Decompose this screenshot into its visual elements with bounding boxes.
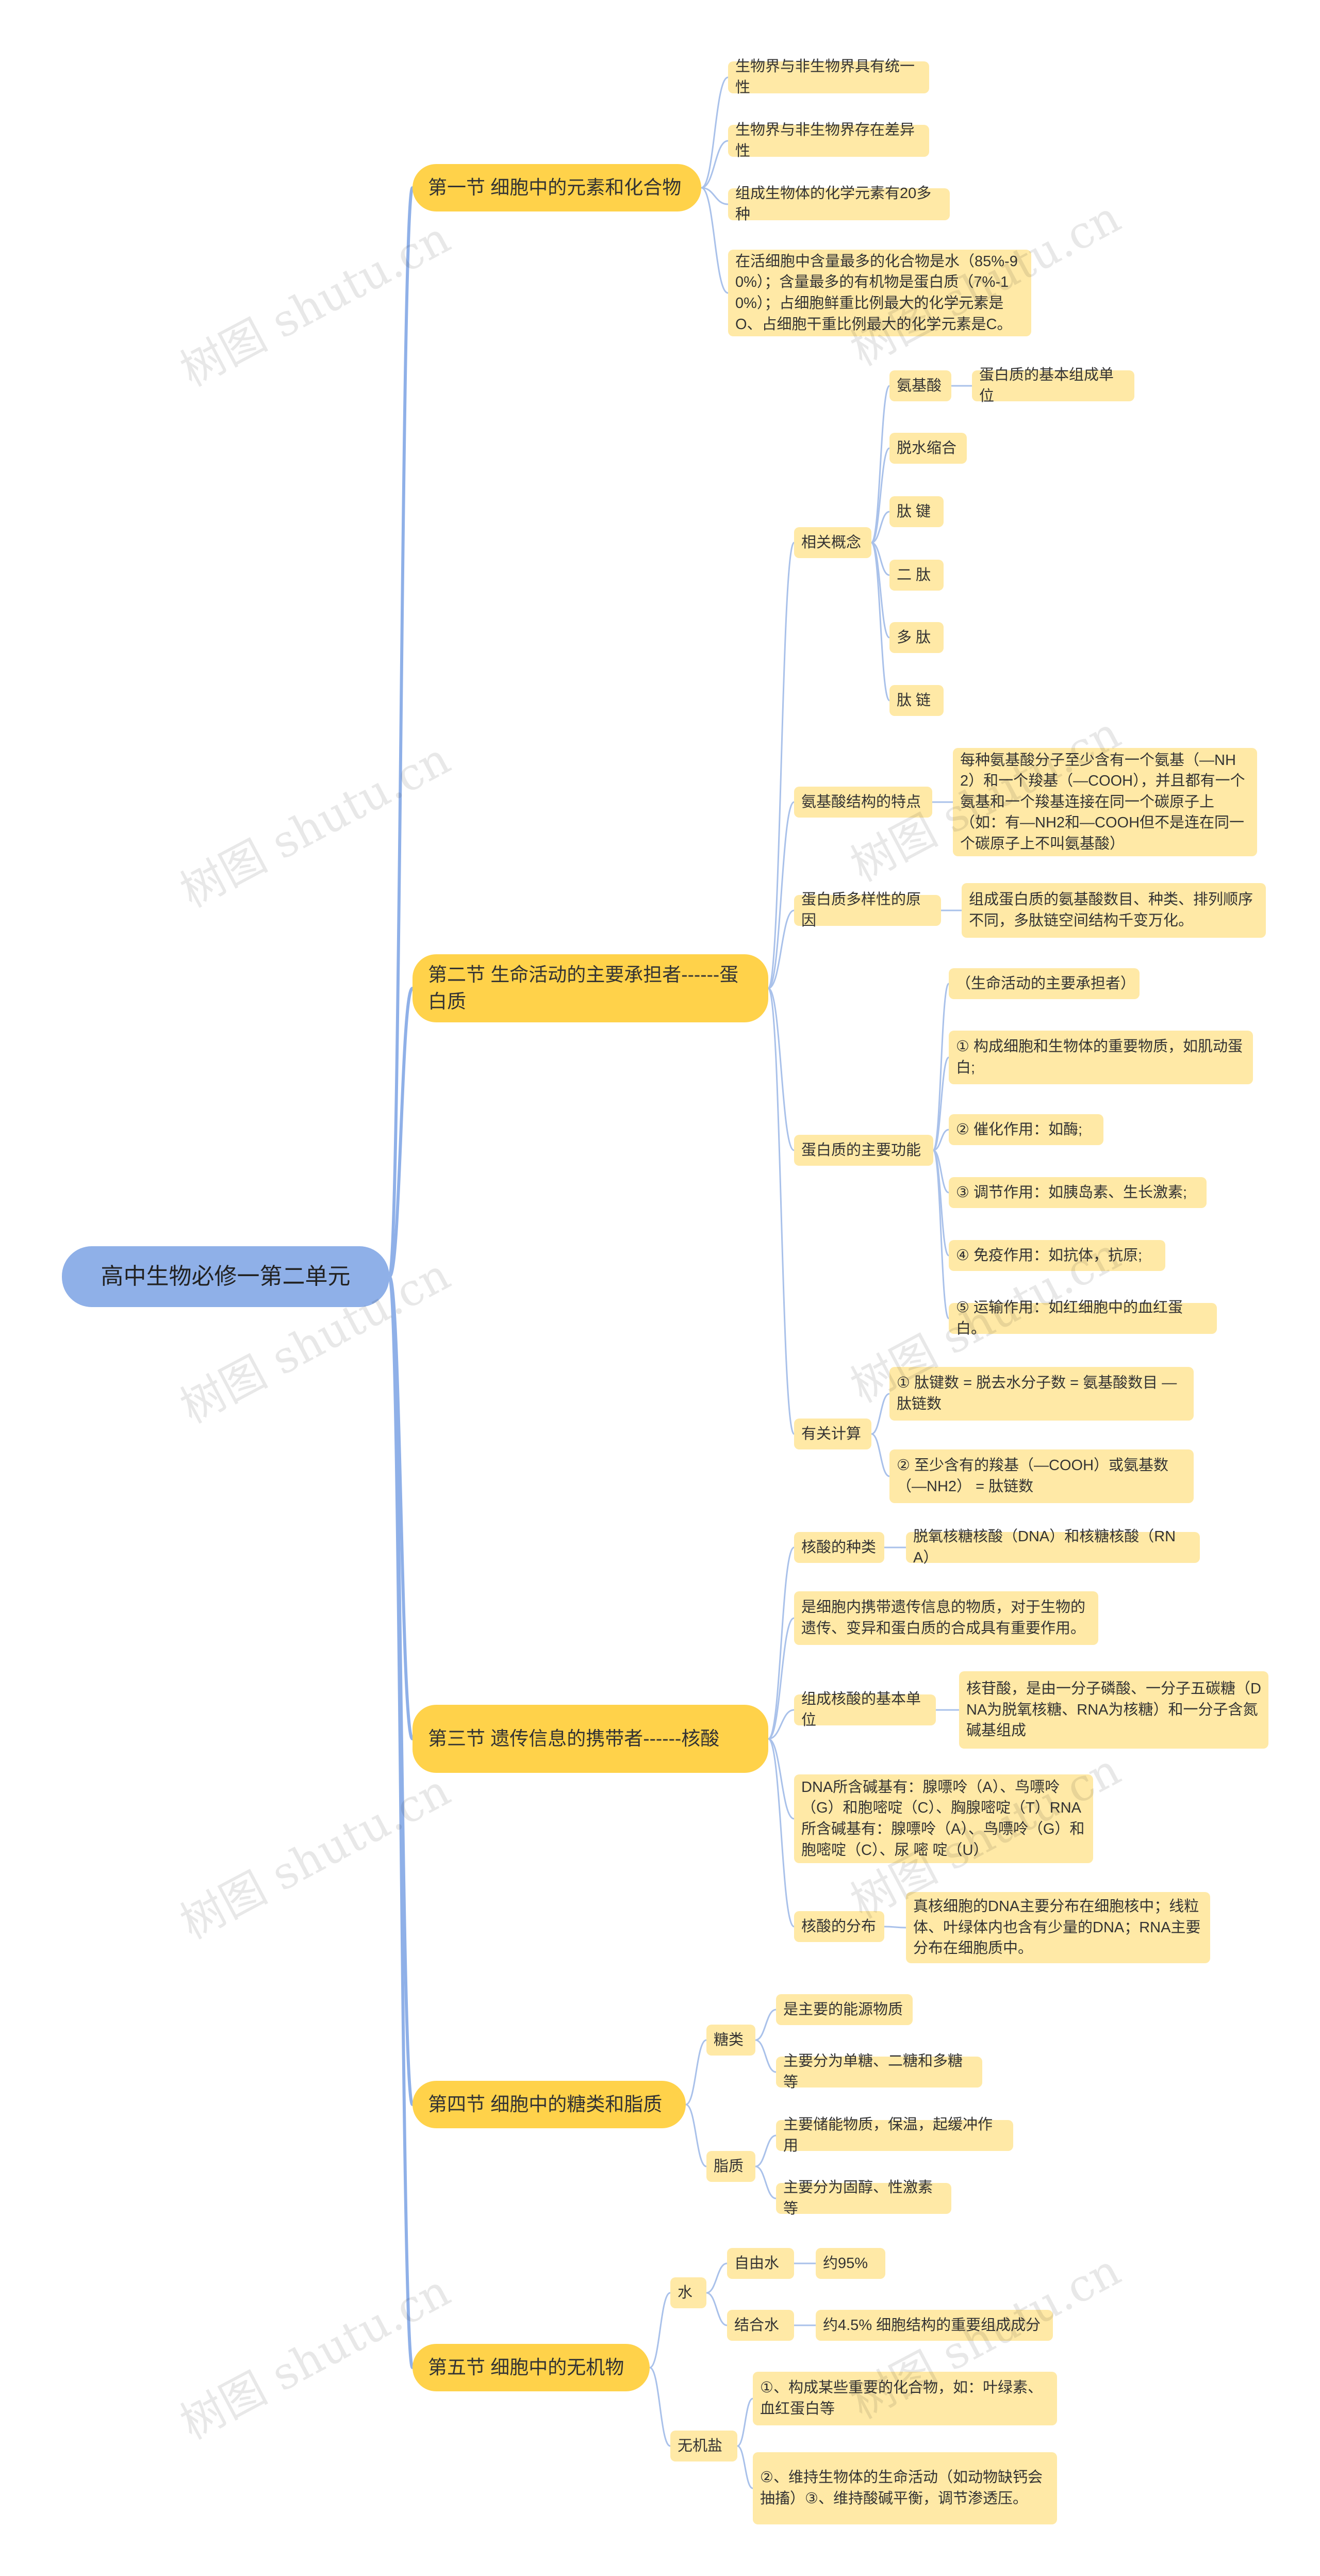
free-water-text[interactable]: 约95% (816, 2248, 885, 2279)
branch-link (767, 542, 795, 989)
branch-link (768, 1617, 795, 1740)
structure-label[interactable]: 氨基酸结构的特点 (794, 787, 932, 818)
diversity-text[interactable]: 组成蛋白质的氨基酸数目、种类、排列顺序不同，多肽链空间结构千变万化。 (962, 883, 1266, 938)
branch-link (649, 2292, 671, 2369)
nucleic-unit-text[interactable]: 核苷酸，是由一分子磷酸、一分子五碳糖（DNA为脱氧核糖、RNA为核糖）和一分子含… (959, 1671, 1268, 1749)
branch-link (737, 2445, 753, 2489)
function-4[interactable]: ④ 免疫作用：如抗体，抗原; (949, 1240, 1165, 1271)
branch-link (737, 2398, 753, 2447)
diversity-label[interactable]: 蛋白质多样性的原因 (794, 891, 941, 929)
branch-link (755, 2165, 777, 2199)
concept-peptide-bond[interactable]: 肽 键 (889, 496, 944, 527)
branch-link (871, 1393, 890, 1435)
root-link (388, 987, 414, 1278)
calc-0[interactable]: ① 肽键数 = 脱去水分子数 = 氨基酸数目 — 肽链数 (889, 1367, 1194, 1421)
calc-label[interactable]: 有关计算 (794, 1419, 871, 1449)
salt-label[interactable]: 无机盐 (670, 2431, 737, 2461)
branch-link (884, 1926, 906, 1929)
nucleic-kinds-label[interactable]: 核酸的种类 (794, 1532, 884, 1563)
branch-link (685, 2039, 707, 2106)
salt-0[interactable]: ①、构成某些重要的化合物，如：叶绿素、血红蛋白等 (753, 2372, 1057, 2425)
sugar-0[interactable]: 是主要的能源物质 (776, 1994, 913, 2025)
section-1-title[interactable]: 第一节 细胞中的元素和化合物 (412, 164, 701, 211)
branch-link (933, 1149, 949, 1194)
section-5-title[interactable]: 第五节 细胞中的无机物 (412, 2344, 650, 2391)
branch-link (768, 909, 795, 989)
function-5[interactable]: ⑤ 运输作用：如红细胞中的血红蛋白。 (949, 1299, 1217, 1337)
structure-text[interactable]: 每种氨基酸分子至少含有一个氨基（—NH2）和一个羧基（—COOH），并且都有一个… (953, 748, 1257, 856)
branch-link (871, 447, 890, 544)
leaf-elements[interactable]: 组成生物体的化学元素有20多种 (728, 185, 950, 223)
salt-1[interactable]: ②、维持生物体的生命活动（如动物缺钙会抽搐）③、维持酸碱平衡，调节渗透压。 (753, 2452, 1057, 2524)
sugar-label[interactable]: 糖类 (706, 2025, 755, 2056)
bound-water-label[interactable]: 结合水 (727, 2310, 794, 2341)
branch-link (706, 2262, 728, 2294)
branch-link (701, 187, 729, 205)
section-2-title[interactable]: 第二节 生命活动的主要承担者------蛋白质 (412, 954, 768, 1022)
branch-link (755, 2039, 777, 2073)
branch-link (870, 542, 890, 702)
branch-link (755, 2134, 777, 2167)
branch-link (932, 983, 950, 1151)
concept-amino-acid[interactable]: 氨基酸 (889, 370, 951, 401)
branch-link (701, 187, 729, 294)
branch-link (768, 1738, 795, 1928)
concept-amino-note[interactable]: 蛋白质的基本组成单位 (972, 367, 1134, 404)
branch-link (933, 1129, 949, 1151)
branch-link (768, 987, 795, 1151)
function-1[interactable]: ① 构成细胞和生物体的重要物质，如肌动蛋白; (949, 1031, 1253, 1084)
root-topic[interactable]: 高中生物必修一第二单元 (62, 1246, 389, 1307)
branch-link (932, 1149, 950, 1319)
lipid-1[interactable]: 主要分为固醇、性激素等 (776, 2179, 951, 2217)
root-link (388, 1275, 414, 2369)
nucleic-distribution-label[interactable]: 核酸的分布 (794, 1911, 884, 1942)
nucleic-role[interactable]: 是细胞内携带遗传信息的物质，对于生物的遗传、变异和蛋白质的合成具有重要作用。 (794, 1591, 1098, 1645)
nucleic-distribution-text[interactable]: 真核细胞的DNA主要分布在细胞核中；线粒体、叶绿体内也含有少量的DNA；RNA主… (906, 1892, 1210, 1963)
branch-link (870, 385, 890, 544)
nucleic-kinds-text[interactable]: 脱氧核糖核酸（DNA）和核糖核酸（RNA） (906, 1528, 1200, 1566)
leaf-difference[interactable]: 生物界与非生物界存在差异性 (728, 122, 929, 159)
branch-link (649, 2367, 671, 2447)
concept-dehydration[interactable]: 脱水缩合 (889, 433, 967, 464)
branch-link (871, 1433, 890, 1477)
section-4-title[interactable]: 第四节 细胞中的糖类和脂质 (412, 2081, 686, 2128)
concept-dipeptide[interactable]: 二 肽 (889, 560, 944, 591)
lipid-0[interactable]: 主要储能物质，保温，起缓冲作用 (776, 2116, 1013, 2154)
leaf-content-note[interactable]: 在活细胞中含量最多的化合物是水（85%-90%）；含量最多的有机物是蛋白质（7%… (728, 250, 1031, 336)
branch-link (685, 2104, 707, 2167)
branch-link (932, 1056, 950, 1151)
functions-label[interactable]: 蛋白质的主要功能 (794, 1135, 933, 1166)
concepts-label[interactable]: 相关概念 (794, 527, 871, 558)
section-3-title[interactable]: 第三节 遗传信息的携带者------核酸 (412, 1705, 768, 1773)
leaf-unity[interactable]: 生物界与非生物界具有统一性 (728, 58, 929, 96)
branch-link (768, 801, 795, 989)
function-0[interactable]: （生命活动的主要承担者） (949, 968, 1140, 999)
branch-link (871, 542, 890, 576)
branch-link (701, 76, 729, 189)
branch-link (871, 511, 890, 544)
sugar-1[interactable]: 主要分为单糖、二糖和多糖等 (776, 2053, 982, 2091)
water-label[interactable]: 水 (670, 2277, 706, 2308)
root-link (388, 186, 414, 1278)
branch-link (755, 2009, 777, 2041)
calc-1[interactable]: ② 至少含有的羧基（—COOH）或氨基数（—NH2） = 肽链数 (889, 1449, 1194, 1503)
branch-link (701, 140, 729, 189)
concept-peptide-chain[interactable]: 肽 链 (889, 685, 944, 716)
function-3[interactable]: ③ 调节作用：如胰岛素、生长激素; (949, 1177, 1207, 1208)
nucleic-unit-label[interactable]: 组成核酸的基本单位 (794, 1691, 936, 1729)
branch-link (767, 987, 795, 1435)
function-2[interactable]: ② 催化作用：如酶; (949, 1114, 1103, 1145)
branch-link (768, 1546, 795, 1740)
branch-link (768, 1738, 795, 1820)
branch-link (768, 1709, 795, 1740)
nucleic-bases[interactable]: DNA所含碱基有：腺嘌呤（A）、鸟嘌呤（G）和胞嘧啶（C）、胸腺嘧啶（T）RNA… (794, 1774, 1093, 1863)
lipid-label[interactable]: 脂质 (706, 2151, 755, 2182)
bound-water-text[interactable]: 约4.5% 细胞结构的重要组成成分 (816, 2310, 1053, 2341)
branch-link (706, 2292, 728, 2326)
concept-polypeptide[interactable]: 多 肽 (889, 622, 944, 653)
free-water-label[interactable]: 自由水 (727, 2248, 794, 2279)
